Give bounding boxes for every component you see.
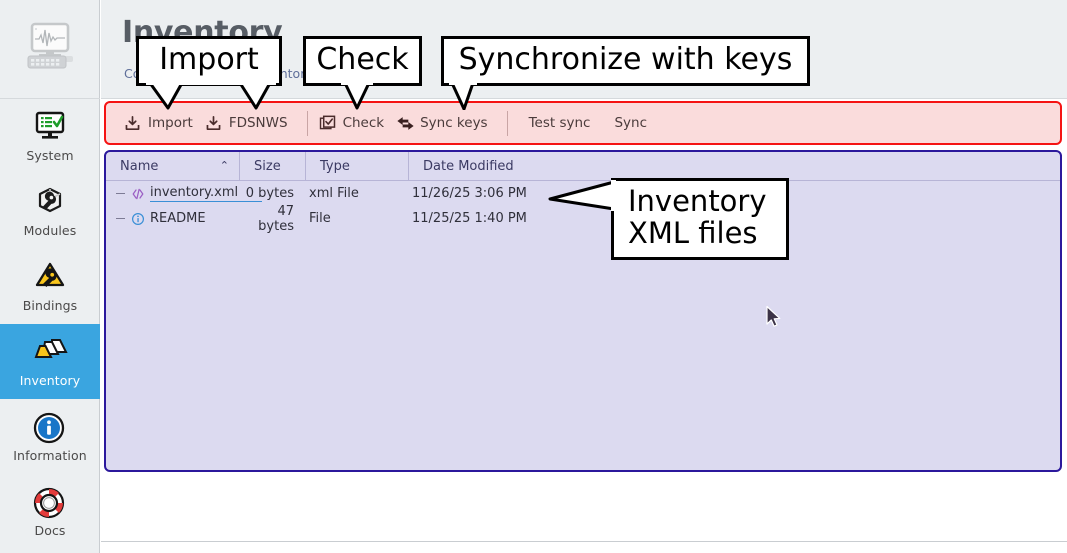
- file-size-cell: 0 bytes: [245, 186, 294, 201]
- sidebar-item-label: Modules: [23, 222, 77, 238]
- file-name-cell[interactable]: README: [106, 211, 240, 226]
- sidebar-item-docs[interactable]: Docs: [0, 474, 100, 549]
- column-header-size[interactable]: Size: [240, 152, 306, 180]
- sidebar-item-label: Docs: [34, 522, 66, 538]
- checkbox-stack-icon: [319, 115, 336, 132]
- sidebar-item-system[interactable]: System: [0, 99, 100, 174]
- file-type-cell: xml File: [309, 186, 359, 201]
- callout-synchronize-with-keys: Synchronize with keys: [441, 36, 810, 86]
- column-header-type[interactable]: Type: [306, 152, 409, 180]
- sidebar-item-inventory[interactable]: Inventory: [0, 324, 100, 399]
- import-button[interactable]: Import: [122, 111, 203, 136]
- inventory-toolbar: Import FDSNWS: [104, 101, 1062, 145]
- file-name-label[interactable]: inventory.xml: [150, 185, 263, 202]
- test-sync-button[interactable]: Test sync: [517, 111, 603, 135]
- file-date-cell: 11/26/25 3:06 PM: [412, 186, 527, 201]
- download-tray-icon: [124, 115, 141, 132]
- table-row[interactable]: inventory.xml 0 bytes xml File 11/26/25 …: [106, 181, 1060, 206]
- monitor-checklist-icon: [32, 111, 68, 145]
- import-button-label: Import: [148, 115, 193, 131]
- callout-text-line-1: Inventory: [628, 183, 767, 218]
- info-circle-small-icon: [131, 212, 145, 226]
- tree-branch-icon: [116, 218, 125, 219]
- file-type-cell: File: [309, 211, 331, 226]
- callout-check-tail: [341, 82, 373, 110]
- callout-text: Synchronize with keys: [458, 41, 793, 77]
- file-name-label[interactable]: README: [150, 211, 206, 226]
- fdsnws-button-label: FDSNWS: [228, 115, 288, 131]
- file-size-cell: 47 bytes: [258, 203, 294, 234]
- status-bar: [101, 541, 1067, 553]
- tree-branch-icon: [116, 193, 125, 194]
- app-logo: [0, 0, 100, 99]
- download-tray-icon: [205, 115, 222, 132]
- lifebuoy-icon: [32, 486, 68, 520]
- sidebar-item-label: Bindings: [22, 297, 78, 313]
- fdsnws-button[interactable]: FDSNWS: [203, 111, 298, 136]
- sort-ascending-icon: ⌃: [219, 158, 229, 172]
- column-header-label: Date Modified: [423, 158, 514, 174]
- callout-import-tails: [146, 82, 276, 110]
- file-name-cell[interactable]: inventory.xml: [106, 185, 263, 202]
- callout-check: Check: [303, 36, 422, 86]
- test-sync-button-label: Test sync: [528, 115, 591, 131]
- xml-code-icon: [131, 187, 145, 201]
- column-header-label: Name: [120, 158, 159, 174]
- column-header-name[interactable]: Name ⌃: [106, 152, 240, 180]
- mountains-icon: [32, 336, 68, 370]
- table-row[interactable]: README 47 bytes File 11/25/25 1:40 PM: [106, 203, 1060, 234]
- sync-button[interactable]: Sync: [602, 111, 659, 135]
- callout-text-line-2: XML files: [628, 215, 758, 250]
- callout-inventory-xml-tail: [548, 180, 616, 211]
- double-arrow-icon: [396, 115, 414, 132]
- column-header-label: Type: [320, 158, 350, 174]
- mouse-pointer-icon: [766, 305, 781, 327]
- triangle-wrench-icon: [32, 261, 68, 295]
- sync-keys-button[interactable]: Sync keys: [394, 111, 498, 136]
- callout-synchronize-tail: [449, 82, 477, 110]
- check-button[interactable]: Check: [317, 111, 395, 136]
- seismograph-computer-logo-icon: [27, 22, 73, 69]
- callout-inventory-xml-files: Inventory XML files: [611, 178, 789, 260]
- sidebar-item-modules[interactable]: Modules: [0, 174, 100, 249]
- info-circle-icon: [32, 411, 68, 445]
- toolbar-separator: [306, 110, 308, 136]
- column-header-date-modified[interactable]: Date Modified: [409, 152, 1060, 180]
- cube-wrench-icon: [32, 186, 68, 220]
- file-date-cell: 11/25/25 1:40 PM: [412, 211, 527, 226]
- callout-text: Check: [316, 41, 409, 77]
- sidebar-item-label: Inventory: [19, 372, 81, 388]
- column-header-label: Size: [254, 158, 281, 174]
- sidebar-item-bindings[interactable]: Bindings: [0, 249, 100, 324]
- sidebar-item-label: System: [26, 147, 74, 163]
- file-table-header: Name ⌃ Size Type Date Modified: [106, 152, 1060, 181]
- check-button-label: Check: [342, 115, 385, 131]
- sidebar-item-information[interactable]: Information: [0, 399, 100, 474]
- sync-keys-button-label: Sync keys: [420, 115, 488, 131]
- callout-import: Import: [136, 36, 282, 86]
- sidebar-item-label: Information: [13, 447, 87, 463]
- toolbar-separator: [506, 110, 508, 136]
- callout-text: Import: [159, 41, 259, 77]
- sidebar: System Modules: [0, 0, 100, 553]
- sync-button-label: Sync: [614, 115, 648, 131]
